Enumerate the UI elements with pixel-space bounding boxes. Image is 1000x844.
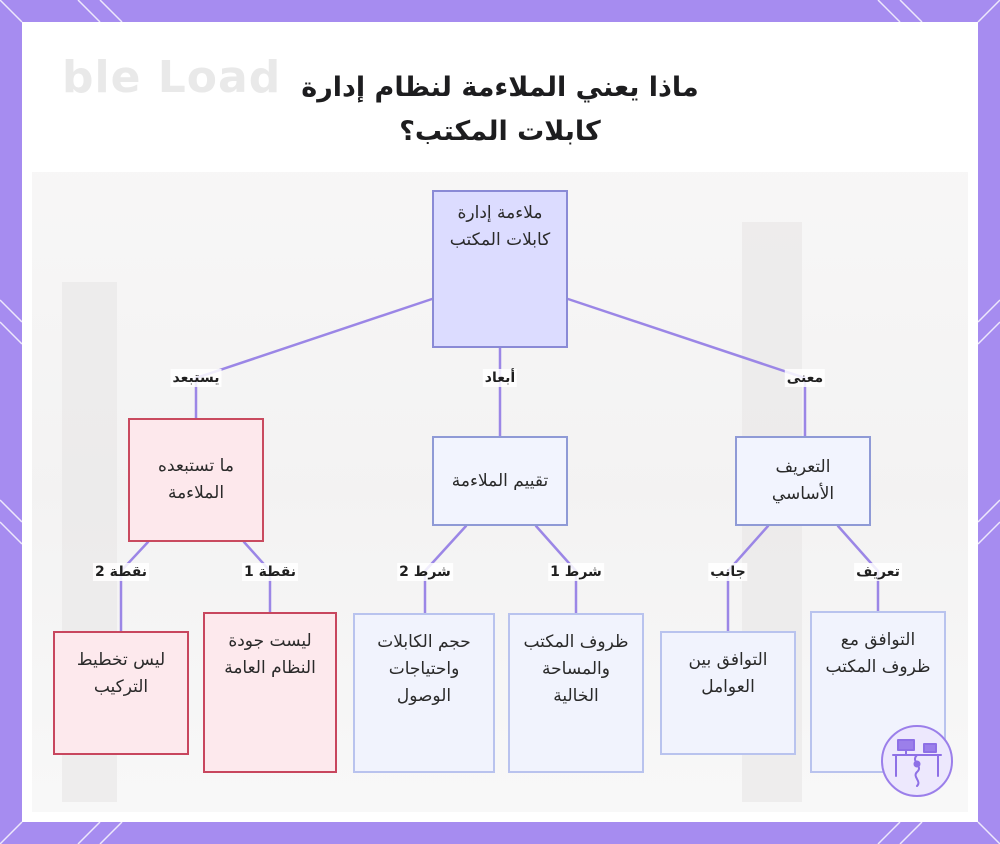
- background-text: ble Load: [62, 52, 282, 103]
- leaf-not-quality: ليست جودة النظام العامة: [203, 612, 337, 773]
- edge-label-dimensions: أبعاد: [482, 369, 518, 387]
- edge-label-condition-2: شرط 2: [397, 563, 453, 581]
- leaf-office-fit: التوافق مع ظروف المكتب: [810, 611, 946, 773]
- diagram-card: ble Load ماذا يعني الملاءمة لنظام إدارة …: [22, 22, 978, 822]
- node-assessment: تقييم الملاءمة: [432, 436, 568, 526]
- title-line-1: ماذا يعني الملاءمة لنظام إدارة: [301, 72, 699, 103]
- leaf-cable-volume: حجم الكابلات واحتياجات الوصول: [353, 613, 495, 773]
- leaf-factor-fit: التوافق بين العوامل: [660, 631, 796, 755]
- edge-label-excludes: يستبعد: [170, 369, 222, 387]
- edge-label-point-2: نقطة 2: [92, 563, 150, 581]
- leaf-not-install: ليس تخطيط التركيب: [53, 631, 189, 755]
- title-line-2: كابلات المكتب؟: [399, 116, 601, 147]
- diagram-title: ماذا يعني الملاءمة لنظام إدارة كابلات ال…: [202, 66, 798, 154]
- edge-label-meaning: معنى: [784, 369, 826, 387]
- edge-label-point-1: نقطة 1: [241, 563, 299, 581]
- link-root-definition: [566, 297, 807, 440]
- desk-cable-icon: [881, 725, 953, 797]
- link-root-excluded: [194, 297, 434, 420]
- edge-label-aspect: جانب: [708, 563, 748, 581]
- edge-label-definition: تعريف: [854, 563, 902, 581]
- link-excluded-not-install: [119, 540, 150, 633]
- node-excluded: ما تستبعده الملاءمة: [128, 418, 264, 542]
- node-definition: التعريف الأساسي: [735, 436, 871, 526]
- edge-label-condition-1: شرط 1: [548, 563, 604, 581]
- root-node: ملاءمة إدارة كابلات المكتب: [432, 190, 568, 348]
- leaf-office-space: ظروف المكتب والمساحة الخالية: [508, 613, 644, 773]
